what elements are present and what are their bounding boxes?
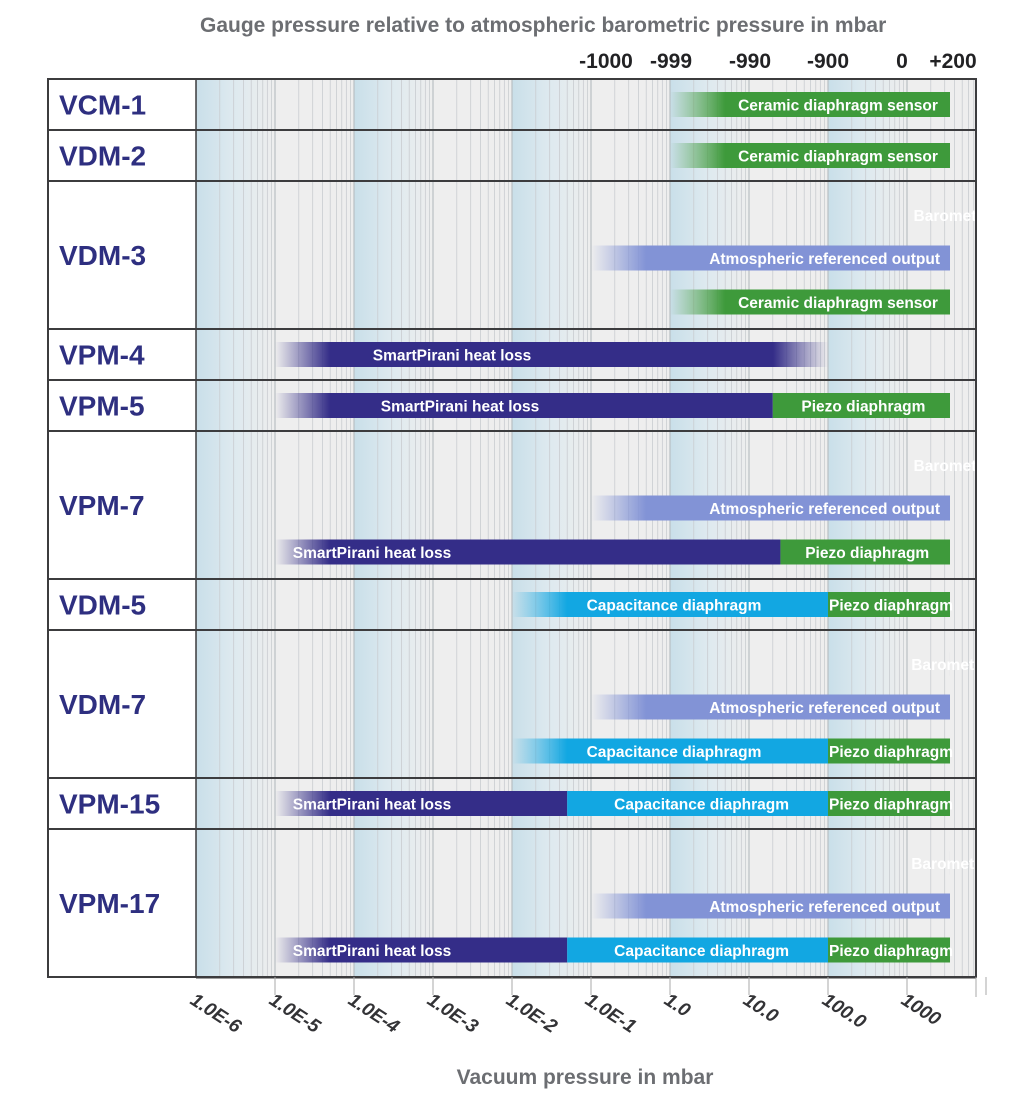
bar-atmospheric [591,245,950,271]
model-label: VPM-15 [59,789,160,820]
decade-band [354,79,433,977]
x-tick-label: 1.0E-2 [502,990,561,1038]
bar-capacitance [567,937,828,963]
x-tick-label: 10.0 [739,990,782,1028]
bar-label: Atmospheric referenced output [709,899,940,916]
model-label: VDM-7 [59,689,146,720]
top-tick-label: -999 [650,50,692,73]
model-label: VPM-5 [59,391,145,422]
bar-label: Capacitance diaphragm [614,797,789,814]
model-label: VPM-7 [59,490,145,521]
bar-capacitance [567,791,828,816]
bar-label: Ceramic diaphragm sensor [738,98,938,115]
x-tick-label: 1.0E-5 [265,990,324,1038]
decade-band [196,79,275,977]
bar-piezo [828,738,950,764]
bar-capacitance [512,738,828,764]
model-label-cell [48,79,196,130]
bar-label: Ceramic diaphragm sensor [738,295,938,312]
model-label: VPM-17 [59,888,160,919]
bar-label: Piezo diaphragm [829,797,953,814]
decade-band [670,79,749,977]
bar-label: Piezo diaphragm [829,744,953,761]
bar-label: Atmospheric referenced output [709,700,940,717]
bar-piezo [828,592,950,617]
bar-ceramic [670,92,950,117]
bottom-axis: 1.0E-6 1.0E-5 1.0E-4 1.0E-3 1.0E-2 1.0E-1 1.0 1… [186,977,987,1038]
x-tick-label: 1.0E-6 [186,990,245,1038]
bar-piezo [772,393,950,418]
model-label-cell [48,181,196,329]
x-axis-title: Vacuum pressure in mbar [0,1066,1011,1090]
bar-piezo [780,539,950,565]
top-tick-label: +200 [929,50,976,73]
bar-label: Atmospheric referenced output [709,251,940,268]
bar-label: SmartPirani heat loss [373,348,532,365]
x-tick-label: 1.0 [660,990,694,1022]
bar-atmospheric [591,893,950,919]
model-label: VDM-5 [59,590,146,621]
model-label: VDM-2 [59,141,146,172]
bar-pirani [275,539,781,565]
top-axis-title: Gauge pressure relative to atmospheric b… [200,14,887,37]
x-tick-label: 1.0E-1 [581,990,639,1038]
bar-pirani [275,342,828,367]
top-tick-label: -1000 [579,50,633,73]
decade-band [828,79,907,977]
model-label-cell [48,630,196,778]
bar-pirani [275,791,568,816]
bar-label: Capacitance diaphragm [587,744,762,761]
bar-label: Barometer [914,208,992,225]
model-label-cell [48,130,196,181]
bar-atmospheric [591,495,950,521]
x-axis-title-text: Vacuum pressure in mbar [456,1066,714,1089]
bar-label: Barometer [911,657,989,674]
top-tick-label: 0 [896,50,908,73]
x-tick-label: 100.0 [818,990,870,1034]
model-label-cell [48,778,196,829]
model-label-cell [48,579,196,630]
plot-background [196,79,976,977]
bar-label: Piezo diaphragm [801,399,925,416]
top-tick-label: -900 [807,50,849,73]
bar-pirani [275,937,568,963]
bar-atmospheric [591,694,950,720]
bar-label: Barometer [914,458,992,475]
bar-ceramic [670,289,950,315]
bar-label: Barometer [911,856,989,873]
bar-label: Ceramic diaphragm sensor [738,149,938,166]
model-label: VCM-1 [59,90,146,121]
model-label-cell [48,829,196,977]
model-label-cell [48,431,196,579]
bar-label: Piezo diaphragm [805,545,929,562]
bar-label: Piezo diaphragm [829,943,953,960]
bar-pirani [275,393,773,418]
bar-ceramic [670,143,950,168]
x-tick-label: 1000 [897,990,944,1031]
top-axis: -1000 -999 -990 -900 0 +200 [579,50,977,73]
row-frames: VCM-1VDM-2VDM-3VPM-4VPM-5VPM-7VDM-5VDM-7… [47,78,977,978]
bar-label: Capacitance diaphragm [587,598,762,615]
bar-label: SmartPirani heat loss [293,943,452,960]
x-tick-label: 1.0E-3 [423,990,482,1038]
bar-piezo [828,791,950,816]
bar-label: Atmospheric referenced output [709,501,940,518]
model-label-cell [48,329,196,380]
bar-capacitance [512,592,828,617]
bar-piezo [828,937,950,963]
bar-label: Capacitance diaphragm [614,943,789,960]
bar-label: Piezo diaphragm [829,598,953,615]
decade-band [512,79,591,977]
bar-label: SmartPirani heat loss [381,399,540,416]
model-label: VDM-3 [59,240,146,271]
bar-label: SmartPirani heat loss [293,797,452,814]
grid [195,79,975,977]
top-tick-label: -990 [729,50,771,73]
model-label-cell [48,380,196,431]
bar-label: SmartPirani heat loss [293,545,452,562]
x-tick-label: 1.0E-4 [344,990,403,1038]
model-label: VPM-4 [59,340,145,371]
